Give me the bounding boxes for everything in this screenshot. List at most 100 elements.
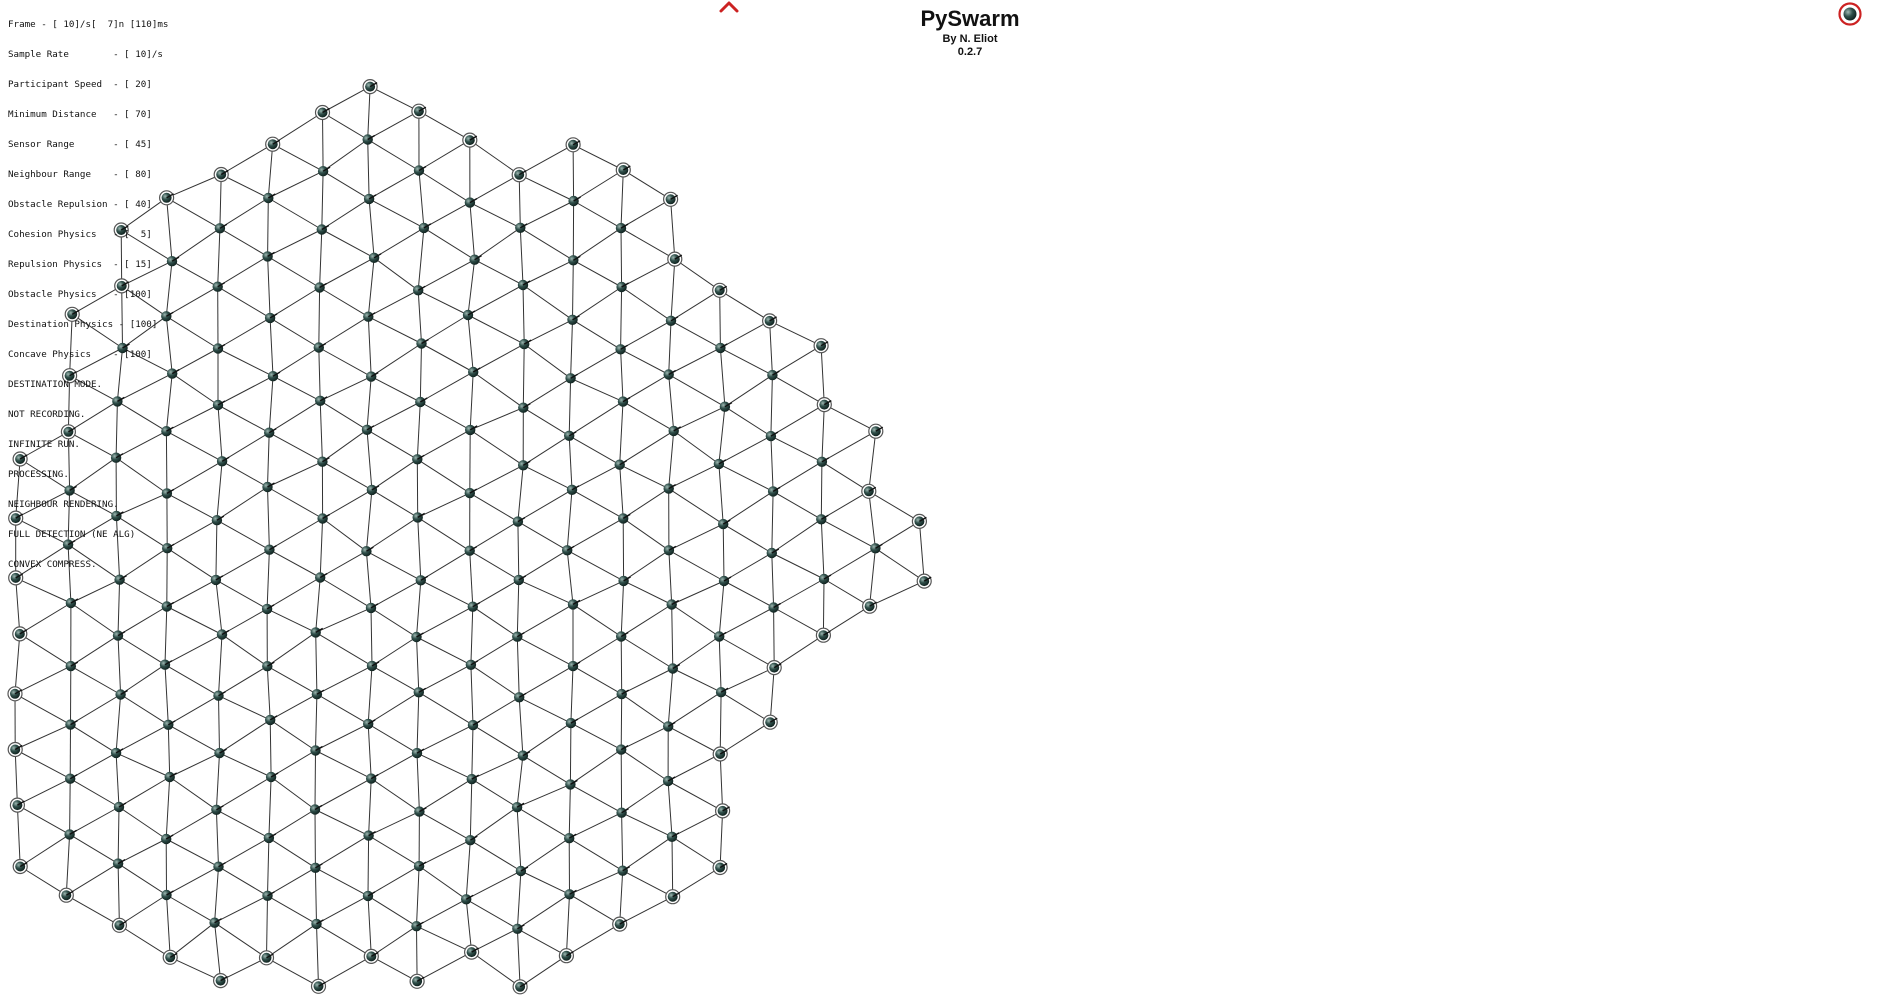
neighbour-link — [472, 724, 524, 757]
neighbour-link — [573, 200, 622, 229]
neighbour-link — [773, 634, 824, 669]
neighbour-link — [319, 550, 367, 578]
neighbour-link — [517, 465, 524, 522]
neighbour-link — [367, 895, 372, 957]
neighbour-link — [520, 200, 574, 229]
neighbour-link — [366, 550, 422, 581]
neighbour-link — [69, 778, 71, 835]
neighbour-link — [117, 635, 122, 695]
swarm-agent — [366, 660, 380, 672]
neighbour-link — [371, 665, 420, 693]
swarm-agent — [565, 137, 581, 153]
neighbour-link — [469, 174, 520, 204]
neighbour-link — [820, 345, 825, 405]
neighbour-link — [465, 899, 473, 953]
neighbour-link — [67, 375, 71, 432]
neighbour-link — [469, 202, 476, 260]
record-button-icon[interactable] — [1838, 2, 1862, 26]
swarm-agent — [310, 978, 327, 994]
neighbour-link — [14, 749, 18, 806]
neighbour-link — [469, 429, 524, 466]
neighbour-link — [14, 633, 21, 694]
neighbour-link — [568, 837, 623, 872]
neighbour-link — [314, 750, 316, 810]
neighbour-link — [169, 776, 217, 811]
neighbour-link — [318, 287, 321, 348]
neighbour-link — [165, 431, 168, 494]
neighbour-link — [523, 407, 570, 437]
neighbour-link — [171, 373, 219, 406]
neighbour-link — [622, 401, 674, 432]
neighbour-link — [875, 547, 925, 582]
neighbour-link — [367, 110, 420, 140]
neighbour-link — [322, 139, 368, 172]
neighbour-link — [319, 400, 323, 462]
neighbour-link — [472, 343, 525, 373]
stat-neighbour-range: Neighbour Range - [ 80] — [8, 169, 152, 180]
neighbour-link — [272, 143, 324, 172]
swarm-agent — [617, 396, 631, 407]
neighbour-link — [169, 956, 221, 982]
swarm-agent — [368, 252, 382, 263]
neighbour-link — [668, 463, 720, 490]
swarm-agent — [409, 973, 425, 989]
neighbour-link — [120, 197, 167, 231]
neighbour-link — [516, 807, 522, 872]
neighbour-link — [168, 724, 220, 754]
neighbour-link — [569, 723, 572, 785]
neighbour-link — [267, 461, 323, 488]
neighbour-link — [115, 752, 170, 778]
neighbour-link — [572, 580, 624, 605]
neighbour-link — [423, 202, 471, 229]
swarm-agent — [513, 574, 527, 586]
neighbour-link — [267, 432, 270, 488]
swarm-agent — [317, 513, 330, 524]
neighbour-link — [117, 373, 173, 402]
swarm-agent — [666, 599, 680, 610]
neighbour-link — [668, 347, 721, 375]
neighbour-link — [416, 753, 420, 812]
swarm-agent — [512, 631, 525, 642]
neighbour-link — [220, 143, 273, 175]
neighbour-link — [771, 552, 775, 608]
swarm-agent — [258, 950, 275, 966]
neighbour-link — [416, 636, 472, 666]
swarm-agent — [8, 510, 24, 526]
neighbour-link — [622, 870, 673, 898]
neighbour-link — [417, 429, 471, 460]
swarm-agent — [464, 944, 480, 960]
neighbour-link — [573, 227, 622, 261]
neighbour-link — [720, 347, 773, 376]
neighbour-link — [118, 776, 170, 808]
neighbour-link — [474, 227, 521, 261]
neighbour-link — [322, 112, 368, 140]
neighbour-link — [122, 315, 167, 349]
neighbour-link — [821, 518, 876, 549]
neighbour-link — [520, 870, 570, 895]
neighbour-link — [316, 923, 319, 987]
neighbour-link — [366, 429, 418, 460]
neighbour-link — [267, 197, 269, 257]
neighbour-link — [568, 401, 624, 437]
neighbour-link — [769, 667, 775, 723]
neighbour-link — [416, 898, 467, 927]
neighbour-link — [568, 812, 622, 839]
stat-destination-physics: Destination Physics - [100] — [8, 319, 158, 330]
swarm-agent — [163, 719, 176, 730]
neighbour-link — [267, 486, 323, 519]
neighbour-link — [416, 951, 472, 982]
neighbour-link — [69, 375, 118, 402]
neighbour-link — [268, 776, 272, 838]
neighbour-link — [718, 607, 774, 637]
swarm-agent — [62, 539, 76, 550]
chevron-up-icon[interactable] — [718, 0, 740, 14]
neighbour-link — [868, 490, 920, 522]
neighbour-link — [719, 290, 721, 348]
neighbour-link — [769, 320, 822, 347]
neighbour-link — [418, 170, 425, 228]
neighbour-link — [367, 723, 418, 754]
neighbour-link — [572, 319, 621, 350]
neighbour-link — [216, 486, 268, 521]
swarm-agent — [916, 573, 932, 589]
